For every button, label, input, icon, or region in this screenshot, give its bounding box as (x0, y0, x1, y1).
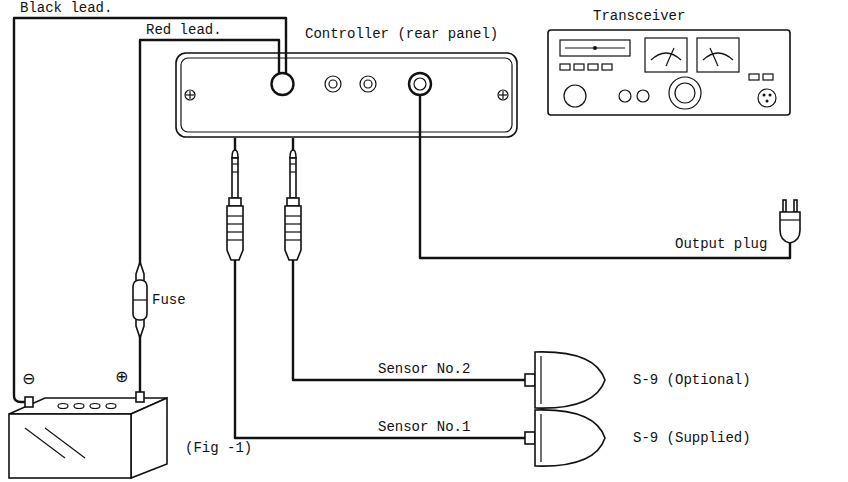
controller-panel-art-part (176, 53, 517, 137)
output-plug-part (780, 219, 800, 220)
transceiver-art-part (669, 77, 701, 109)
output-plug-part (783, 200, 786, 212)
wire-label: Sensor No.1 (378, 419, 470, 435)
transceiver-art-part (637, 90, 649, 102)
battery-art-part (25, 397, 33, 407)
wire-line (420, 138, 790, 258)
sensor-s9: S-9 (Optional) (525, 348, 795, 412)
controller-panel-art-part (502, 91, 503, 99)
part-label: S-9 (Supplied) (633, 430, 751, 446)
fuse-holder-part (133, 299, 147, 300)
fuse-holder-part (133, 280, 147, 320)
part-label: Transceiver (593, 8, 685, 24)
controller-panel-art-part (185, 90, 195, 100)
wire (235, 138, 525, 438)
fuse-holder (133, 262, 147, 338)
transceiver-art-part (703, 53, 733, 60)
transceiver-art-part (574, 64, 584, 70)
transceiver-art (545, 8, 795, 200)
transceiver: Transceiver (545, 8, 795, 200)
wire (293, 138, 525, 380)
wire-label: Red lead. (146, 22, 222, 38)
controller-panel-art-part (409, 73, 431, 95)
battery: ⊖⊕ (5, 368, 175, 480)
controller-panel-art-part (181, 58, 512, 132)
transceiver-art-part (651, 53, 681, 60)
output-plug (780, 198, 800, 243)
battery-art-part (106, 404, 116, 409)
sensor-s9-art-part (535, 410, 605, 466)
sensor-plug-2 (285, 150, 301, 260)
transceiver-art-part (560, 64, 570, 70)
transceiver-art-part (666, 48, 674, 66)
transceiver-art-part (602, 64, 612, 70)
controller-panel-art-part (498, 90, 508, 100)
wire (420, 138, 790, 258)
controller-panel-art-part (360, 76, 376, 92)
controller-panel-art-part (329, 80, 337, 88)
transceiver-art-part (763, 74, 773, 80)
output-plug-part (780, 212, 800, 243)
controller-panel-art-part (285, 52, 287, 74)
transceiver-art-part (588, 64, 598, 70)
transceiver-art-part (645, 38, 687, 72)
controller-panel-art (175, 52, 518, 138)
transceiver-art-part (769, 94, 772, 97)
sensor-s9-art-part (525, 432, 535, 444)
wire-label: Black lead. (20, 0, 112, 16)
transceiver-art-part (619, 90, 631, 102)
transceiver-art-part (564, 85, 586, 107)
sensor-s9: S-9 (Supplied) (525, 406, 795, 470)
sensor-plug-1 (227, 150, 243, 260)
wire-label: Output plug (675, 236, 767, 252)
controller-panel-art-part (189, 91, 190, 99)
controller-panel-art-part (419, 95, 421, 138)
transceiver-art-part (766, 100, 769, 103)
note-label: Fuse (152, 292, 186, 308)
transceiver-art-part (593, 46, 597, 50)
transceiver-art-part (675, 83, 695, 103)
controller-panel-art-part (414, 78, 426, 90)
controller-panel: Controller (rear panel) (175, 52, 518, 138)
sensor-s9-art-part (540, 414, 541, 462)
part-label: Controller (rear panel) (305, 26, 498, 42)
wire-line (235, 138, 525, 438)
controller-panel-art-part (272, 73, 294, 95)
battery-art-part (139, 368, 141, 392)
battery-art-part (58, 404, 68, 409)
terminal-mark: ⊖ (22, 370, 35, 388)
sensor-s9-art-part (540, 356, 541, 404)
transceiver-art-part (763, 94, 766, 97)
transceiver-art-part (749, 74, 759, 80)
wire-line (293, 138, 525, 380)
transceiver-art-part (560, 40, 630, 56)
sensor-s9-art-part (525, 374, 535, 386)
battery-art-part (136, 392, 144, 402)
battery-art-part (131, 398, 167, 478)
part-label: S-9 (Optional) (633, 372, 751, 388)
transceiver-art-part (710, 48, 718, 66)
battery-art-part (45, 428, 85, 458)
battery-art-part (74, 404, 84, 409)
battery-art-part (90, 404, 100, 409)
transceiver-art-part (758, 89, 776, 107)
transceiver-art-part (697, 38, 739, 72)
sensor-s9-art-part (535, 352, 605, 408)
wire-label: Sensor No.2 (378, 361, 470, 377)
battery-art-part (25, 428, 65, 458)
controller-panel-art-part (325, 76, 341, 92)
output-plug-part (794, 200, 797, 212)
controller-panel-art-part (278, 52, 280, 74)
battery-art-part (9, 414, 131, 478)
controller-panel-art-part (364, 80, 372, 88)
note-label: (Fig -1) (185, 440, 252, 456)
terminal-mark: ⊕ (115, 368, 128, 386)
transceiver-art-part (548, 30, 790, 115)
